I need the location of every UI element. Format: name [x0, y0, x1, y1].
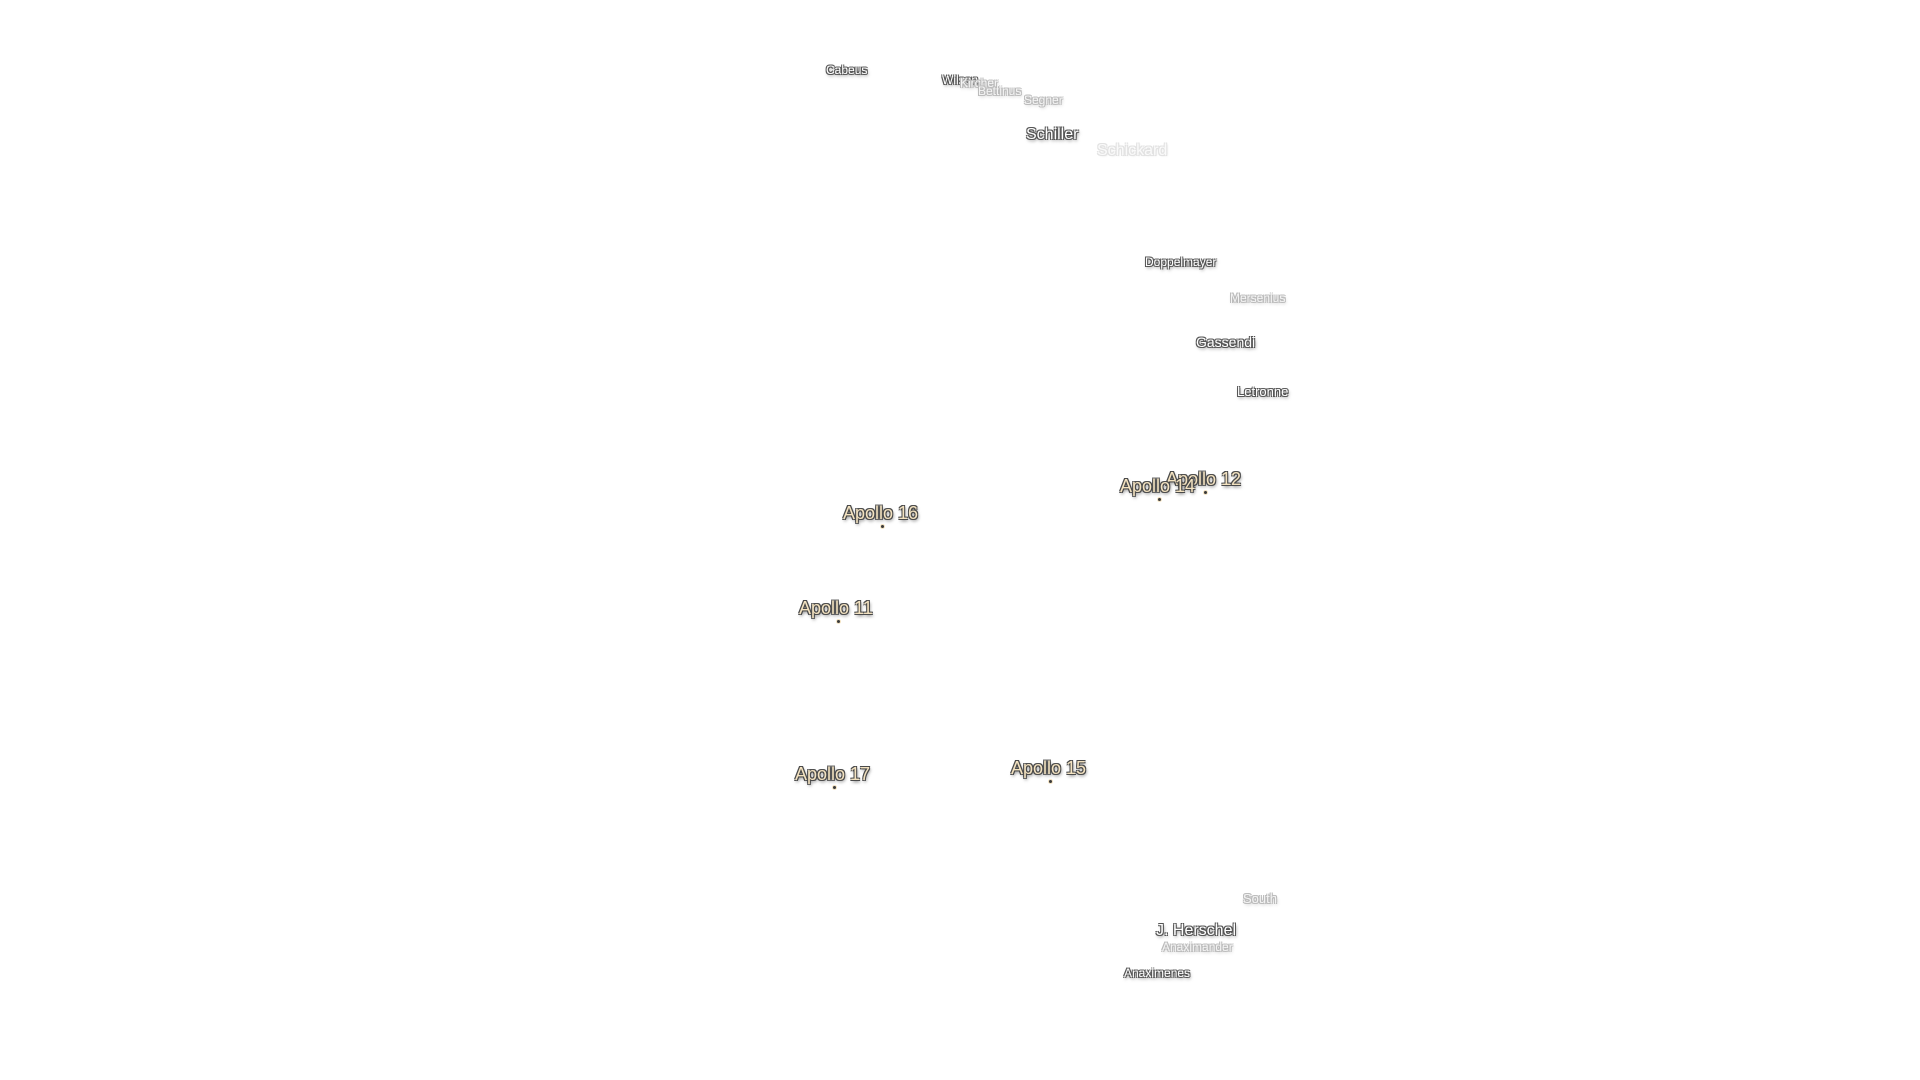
crater-label-mersenius[interactable]: Mersenius [1230, 291, 1286, 305]
apollo-label-apollo-11[interactable]: Apollo 11 [799, 598, 873, 618]
apollo-site-marker-icon[interactable] [1049, 780, 1052, 783]
apollo-site-marker-icon[interactable] [833, 786, 836, 789]
crater-label-anaximenes[interactable]: Anaximenes [1124, 966, 1191, 980]
crater-label-bettinus[interactable]: Bettinus [978, 84, 1022, 98]
apollo-site-marker-icon[interactable] [837, 620, 840, 623]
crater-label-j-herschel[interactable]: J. Herschel [1156, 922, 1237, 939]
crater-label-doppelmayer[interactable]: Doppelmayer [1145, 255, 1217, 269]
apollo-site-marker-icon[interactable] [1204, 491, 1207, 494]
crater-label-gassendi[interactable]: Gassendi [1196, 334, 1256, 350]
apollo-label-apollo-12[interactable]: Apollo 12 [1166, 469, 1242, 489]
apollo-site-marker-icon[interactable] [1158, 498, 1161, 501]
crater-label-segner[interactable]: Segner [1024, 93, 1063, 107]
crater-label-cabeus[interactable]: Cabeus [826, 63, 868, 77]
crater-label-wilson[interactable]: Wilson [942, 73, 979, 87]
apollo-site-marker-icon[interactable] [881, 525, 884, 528]
apollo-label-apollo-14[interactable]: Apollo 14 [1120, 476, 1196, 496]
crater-label-anaximander[interactable]: Anaximander [1162, 940, 1233, 954]
crater-label-letronne[interactable]: Letronne [1237, 384, 1289, 399]
apollo-label-apollo-15[interactable]: Apollo 15 [1011, 758, 1087, 778]
crater-label-south[interactable]: South [1243, 891, 1277, 906]
apollo-label-apollo-16[interactable]: Apollo 16 [843, 503, 919, 523]
crater-label-schickard[interactable]: Schickard [1097, 142, 1168, 159]
crater-label-kircher[interactable]: Kircher [960, 76, 999, 90]
apollo-label-apollo-17[interactable]: Apollo 17 [795, 764, 871, 784]
crater-label-schiller[interactable]: Schiller [1026, 126, 1079, 143]
